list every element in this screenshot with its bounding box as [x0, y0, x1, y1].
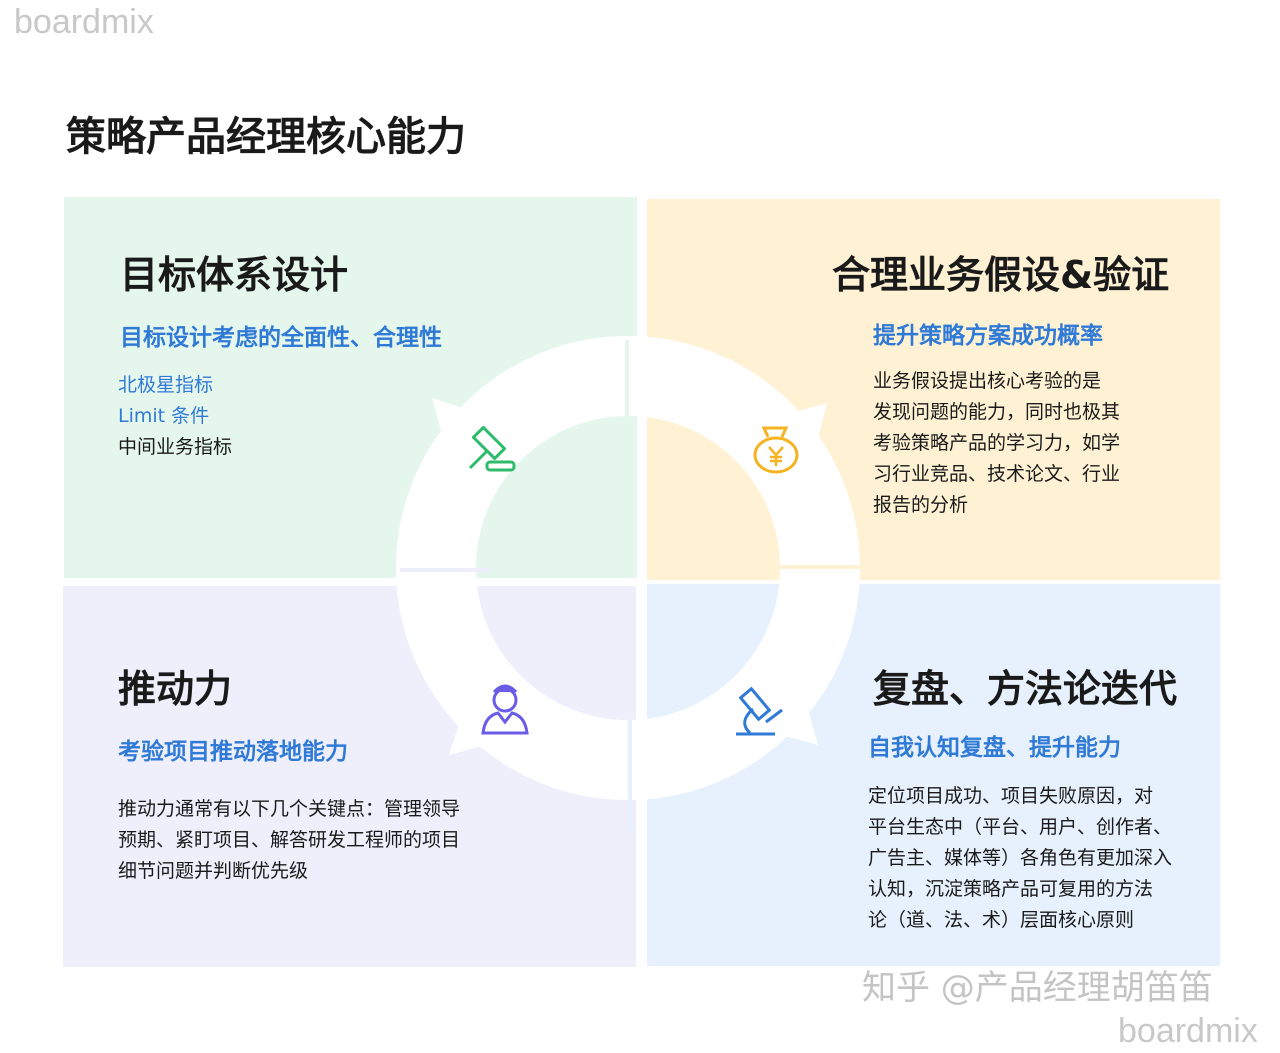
body-line: 平台生态中（平台、用户、创作者、 [868, 816, 1173, 838]
item-intermediate-metrics: 中间业务指标 [118, 436, 233, 458]
money-bag-icon [753, 426, 799, 474]
page-title: 策略产品经理核心能力 [66, 114, 466, 160]
quadrant-1-subtitle: 目标设计考虑的全面性、合理性 [120, 325, 442, 351]
body-line: 业务假设提出核心考验的是 [873, 370, 1102, 392]
ring-gap-left [400, 568, 490, 572]
arrow-tip-top-left [432, 398, 500, 470]
quadrant-4-subtitle: 自我认知复盘、提升能力 [868, 735, 1121, 761]
attribution-watermark: 知乎 @产品经理胡笛笛 [862, 968, 1213, 1008]
item-north-star: 北极星指标 [118, 374, 214, 396]
body-line: 论（道、法、术）层面核心原则 [868, 909, 1135, 931]
body-line: 报告的分析 [873, 494, 969, 516]
body-line: 推动力通常有以下几个关键点：管理领导 [118, 798, 461, 820]
arrow-tip-top-right [760, 403, 827, 470]
body-line: 认知，沉淀策略产品可复用的方法 [868, 878, 1154, 900]
ring-gap-top [625, 340, 629, 570]
watermark-bottom: boardmix [1118, 1012, 1258, 1050]
microscope-icon [736, 686, 783, 736]
businessman-icon [481, 684, 529, 735]
quadrant-3-heading: 推动力 [118, 667, 233, 711]
gavel-icon [468, 425, 516, 472]
body-line: 定位项目成功、项目失败原因，对 [868, 785, 1154, 807]
body-line: 预期、紧盯项目、解答研发工程师的项目 [118, 829, 461, 851]
quadrant-3-subtitle: 考验项目推动落地能力 [118, 739, 348, 765]
body-line: 广告主、媒体等）各角色有更加深入 [868, 847, 1173, 869]
watermark-top: boardmix [14, 3, 154, 41]
ring-gap-right [770, 565, 860, 569]
arrow-tip-bottom-right [755, 680, 818, 745]
body-line: 习行业竞品、技术论文、行业 [873, 463, 1121, 485]
quadrant-4-heading: 复盘、方法论迭代 [873, 667, 1178, 711]
quadrant-review [647, 584, 1220, 966]
ring-gap-bottom [628, 720, 632, 830]
body-line: 考验策略产品的学习力，如学 [873, 432, 1121, 454]
body-line: 细节问题并判断优先级 [118, 860, 309, 882]
quadrant-2-subtitle: 提升策略方案成功概率 [873, 323, 1103, 349]
item-limit: Limit 条件 [118, 405, 210, 427]
body-line: 发现问题的能力，同时也极其 [873, 401, 1121, 423]
quadrant-2-heading: 合理业务假设&验证 [832, 253, 1170, 297]
quadrant-1-heading: 目标体系设计 [120, 253, 349, 297]
